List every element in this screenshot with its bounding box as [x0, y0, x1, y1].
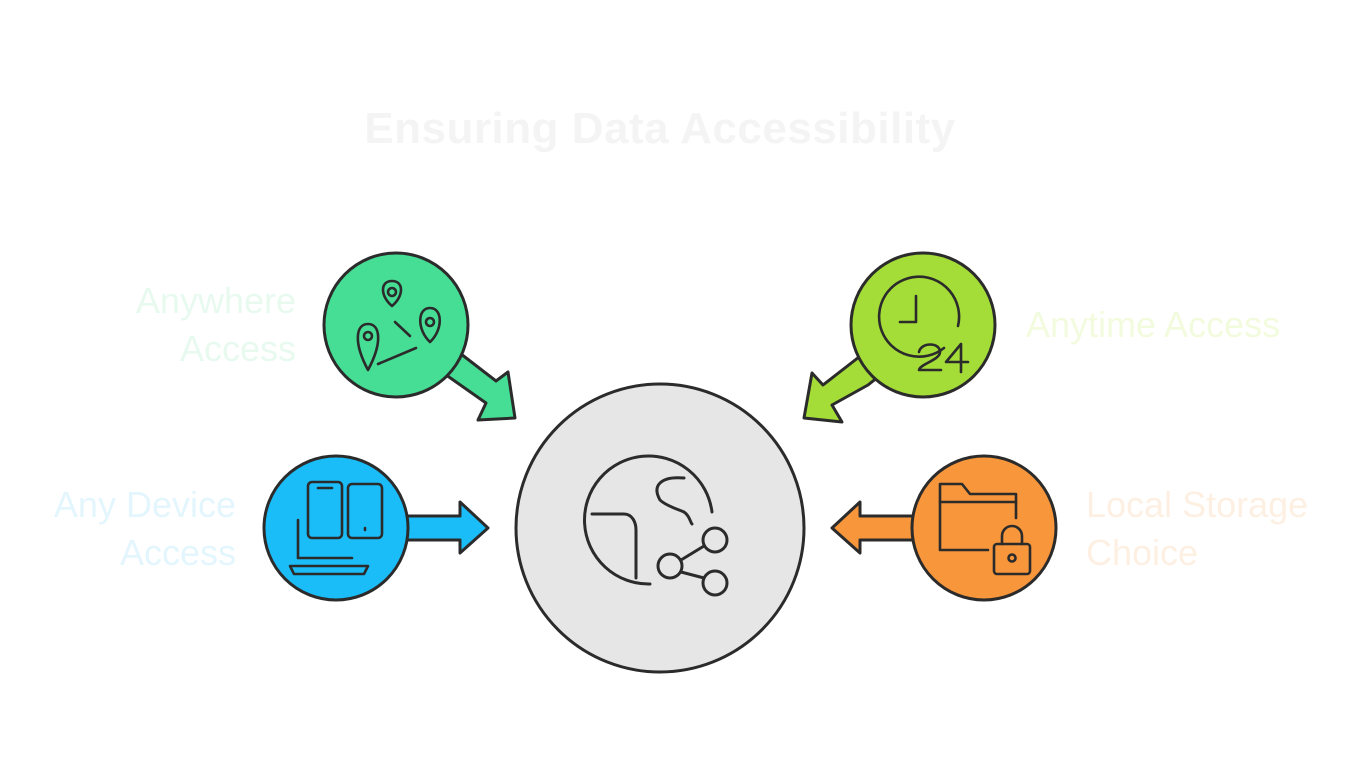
center-circle	[514, 382, 806, 674]
label-line: Choice	[1086, 532, 1199, 573]
label-line: Anywhere	[135, 280, 296, 321]
device-node	[262, 454, 490, 602]
storage-circle	[910, 454, 1058, 602]
label-anytime-access: Anytime Access	[1026, 301, 1346, 349]
label-line: Local Storage	[1086, 484, 1309, 525]
label-any-device-access: Any Device Access	[0, 481, 236, 577]
label-anywhere-access: Anywhere Access	[60, 277, 296, 373]
folder-lock-icon	[938, 482, 1032, 576]
anytime-arrow	[802, 355, 880, 424]
anywhere-circle	[322, 251, 470, 399]
device-circle	[262, 454, 410, 602]
storage-node	[830, 454, 1058, 602]
label-line: Access	[179, 328, 296, 369]
storage-arrow	[830, 500, 922, 555]
globe-share-icon	[583, 454, 729, 597]
anytime-circle	[849, 251, 997, 399]
label-line: Access	[119, 532, 236, 573]
devices-icon	[288, 480, 384, 576]
device-arrow	[398, 500, 490, 555]
center-node	[514, 382, 806, 674]
label-line: Any Device	[53, 484, 236, 525]
anywhere-arrow	[438, 352, 517, 422]
anytime-node	[802, 251, 997, 424]
anywhere-node	[322, 251, 517, 422]
label-local-storage-choice: Local Storage Choice	[1086, 481, 1356, 577]
diagram-title: Ensuring Data Accessibility	[364, 104, 956, 153]
map-pins-icon	[356, 279, 442, 372]
label-line: Anytime Access	[1026, 304, 1281, 345]
clock-24-icon	[877, 275, 970, 374]
